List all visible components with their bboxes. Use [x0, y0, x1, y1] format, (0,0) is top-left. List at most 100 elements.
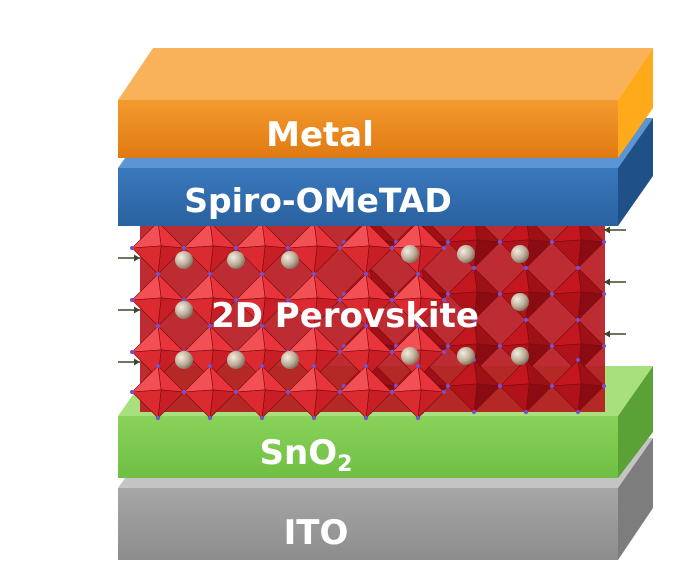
cation-atom: [175, 251, 193, 269]
halide-atom: [523, 317, 529, 323]
halide-atom: [311, 363, 317, 369]
halide-atom: [207, 363, 213, 369]
halide-atom: [129, 389, 135, 395]
halide-atom: [155, 415, 161, 421]
perovskite-label: 2D Perovskite: [211, 296, 479, 336]
ito-label: ITO: [284, 513, 349, 553]
halide-atom: [549, 383, 555, 389]
sno2-label-main: SnO: [260, 433, 338, 473]
arrow-icon: [118, 306, 140, 314]
halide-atom: [549, 343, 555, 349]
halide-atom: [389, 297, 395, 303]
halide-atom: [389, 389, 395, 395]
halide-atom: [129, 349, 135, 355]
halide-atom: [497, 383, 503, 389]
metal-top-face: [118, 48, 653, 100]
halide-atom: [129, 297, 135, 303]
halide-atom: [259, 323, 265, 329]
arrow-icon: [604, 330, 626, 338]
halide-atom: [575, 317, 581, 323]
halide-atom: [181, 389, 187, 395]
halide-atom: [523, 265, 529, 271]
halide-atom: [155, 363, 161, 369]
halide-atom: [575, 409, 581, 415]
halide-atom: [601, 343, 607, 349]
octahedron: [285, 363, 343, 421]
ito-front-face: [118, 488, 618, 560]
ito-side-face: [618, 438, 653, 560]
halide-atom: [445, 239, 451, 245]
octahedron: [389, 363, 447, 421]
octahedra-front-row: [129, 219, 447, 421]
halide-atom: [549, 239, 555, 245]
octahedron: [549, 357, 607, 415]
perovskite-layer: 2D Perovskite: [118, 213, 626, 421]
cation-atom: [457, 347, 475, 365]
octahedron: [233, 363, 291, 421]
cation-atom: [227, 351, 245, 369]
halide-atom: [441, 245, 447, 251]
halide-atom: [523, 409, 529, 415]
octahedron: [389, 271, 447, 329]
spiro-side-face: [618, 118, 653, 226]
halide-atom: [233, 297, 239, 303]
cation-atom: [511, 245, 529, 263]
metal-side-face: [618, 48, 653, 158]
sno2-label: SnO2: [260, 433, 353, 477]
halide-atom: [207, 271, 213, 277]
halide-atom: [549, 291, 555, 297]
octahedron: [129, 363, 187, 421]
halide-atom: [181, 297, 187, 303]
halide-atom: [337, 245, 343, 251]
halide-atom: [311, 323, 317, 329]
halide-atom: [285, 297, 291, 303]
halide-atom: [415, 271, 421, 277]
halide-atom: [415, 363, 421, 369]
octahedron: [337, 323, 395, 381]
halide-atom: [441, 297, 447, 303]
halide-atom: [441, 349, 447, 355]
octahedron: [181, 271, 239, 329]
cation-atom: [227, 251, 245, 269]
sno2-label-subscript: 2: [337, 452, 352, 477]
halide-atom: [601, 383, 607, 389]
arrow-icon: [118, 358, 140, 366]
halide-atom: [233, 245, 239, 251]
halide-atom: [129, 245, 135, 251]
halide-atom: [441, 389, 447, 395]
halide-atom: [285, 245, 291, 251]
halide-atom: [445, 291, 451, 297]
halide-atom: [415, 323, 421, 329]
arrow-icon: [604, 278, 626, 286]
metal-label: Metal: [266, 115, 374, 155]
halide-atom: [363, 415, 369, 421]
octahedron: [445, 357, 503, 415]
octahedron: [445, 265, 503, 323]
halide-atom: [389, 349, 395, 355]
cation-atom: [511, 347, 529, 365]
octahedron: [549, 317, 607, 375]
spiro-label: Spiro-OMeTAD: [184, 181, 452, 220]
halide-atom: [575, 357, 581, 363]
halide-atom: [337, 389, 343, 395]
octahedron: [181, 219, 239, 277]
halide-atom: [445, 383, 451, 389]
spacer-atoms: [175, 245, 529, 369]
halide-atom: [415, 415, 421, 421]
halide-atom: [155, 323, 161, 329]
octahedron: [285, 271, 343, 329]
sno2-side-face: [618, 366, 653, 478]
octahedron: [497, 357, 555, 415]
cation-atom: [281, 351, 299, 369]
cation-atom: [511, 293, 529, 311]
halide-atom: [337, 349, 343, 355]
cation-atom: [175, 351, 193, 369]
halide-atom: [497, 291, 503, 297]
halide-atom: [601, 291, 607, 297]
cation-atom: [281, 251, 299, 269]
halide-atom: [363, 323, 369, 329]
octahedron: [285, 323, 343, 381]
halide-atom: [389, 245, 395, 251]
halide-atom: [311, 271, 317, 277]
